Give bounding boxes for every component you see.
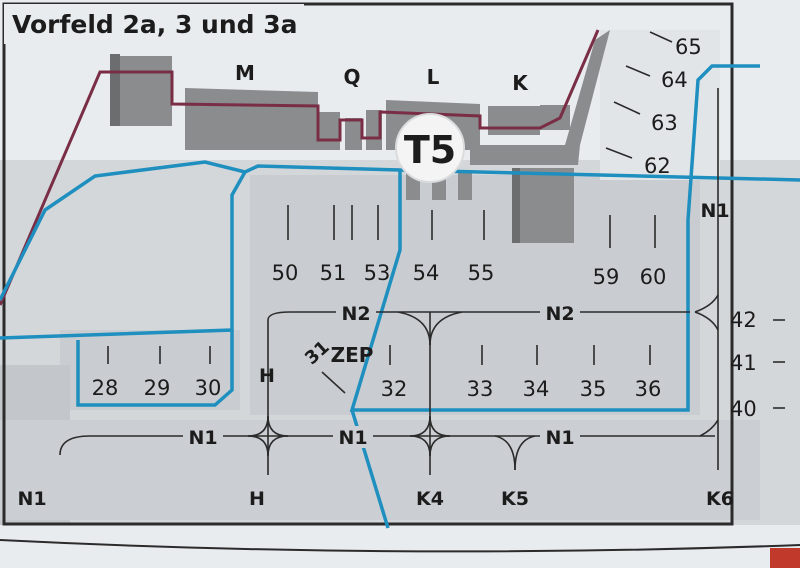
stand-label: 29 xyxy=(144,376,171,400)
stand-label: 40 xyxy=(730,397,757,421)
building-m-west xyxy=(118,56,172,126)
stand-label: 41 xyxy=(730,351,757,375)
map-title: Vorfeld 2a, 3 und 3a xyxy=(12,10,298,39)
stand-label: 42 xyxy=(730,308,757,332)
taxiway-label-n2: N2 xyxy=(341,303,370,325)
stand-label: 36 xyxy=(635,377,662,401)
apron-boundary xyxy=(0,64,800,529)
stand-label: 59 xyxy=(593,265,620,289)
taxiway-label-k4: K4 xyxy=(416,488,444,510)
stand-label: 35 xyxy=(580,377,607,401)
terminal-label: T5 xyxy=(404,128,456,172)
stand-label: 51 xyxy=(320,261,347,285)
stand-label: 28 xyxy=(92,376,119,400)
taxiway-label-n1: N1 xyxy=(188,427,217,449)
pier-label: K xyxy=(512,71,529,95)
stand-markers xyxy=(107,31,785,409)
taxiway-label-h: H xyxy=(259,365,275,387)
stand-labels-top-right: 65 64 63 62 xyxy=(644,35,702,178)
stand-label: 64 xyxy=(661,68,688,92)
stand-label: 63 xyxy=(651,111,678,135)
stand-label: 53 xyxy=(364,261,391,285)
taxiway-label-n1: N1 xyxy=(17,488,46,510)
building-pier-q xyxy=(345,118,362,150)
taxiway-lines xyxy=(59,88,719,475)
taxiway-label-n2: N2 xyxy=(545,303,574,325)
stand-label: 62 xyxy=(644,154,671,178)
building-pier-m xyxy=(185,88,318,150)
taxiway-label-k6: K6 xyxy=(706,488,734,510)
stand-label: 30 xyxy=(195,376,222,400)
building-k-block xyxy=(512,168,574,243)
pier-labels: M Q L K xyxy=(235,61,529,95)
service-road xyxy=(0,29,600,306)
taxiway-label-n1: N1 xyxy=(700,200,729,222)
pier-label: M xyxy=(235,61,255,85)
stand-labels-north: 50 51 53 54 55 59 60 xyxy=(272,261,667,289)
stand-label: 65 xyxy=(675,35,702,59)
taxiway-labels: N2 N2 N1 N1 N1 N1 N1 H H K4 K5 K6 xyxy=(17,200,734,510)
stand-label: 50 xyxy=(272,261,299,285)
apron-west xyxy=(60,330,240,410)
stand-labels-south: 32 33 34 35 36 xyxy=(381,377,662,401)
taxiway-label-k5: K5 xyxy=(501,488,529,510)
pier-label: Q xyxy=(343,65,360,89)
taxiway-label-n1: N1 xyxy=(338,427,367,449)
building-pier-k xyxy=(488,106,540,135)
stand-labels-west: 28 29 30 xyxy=(92,376,222,400)
building-east-wing xyxy=(565,30,610,145)
page-corner-mark xyxy=(770,548,800,568)
page-edge xyxy=(0,539,800,553)
map-frame xyxy=(2,2,734,526)
terminal-badge xyxy=(395,113,465,183)
taxiway-label-n1: N1 xyxy=(545,427,574,449)
pier-label: L xyxy=(427,65,440,89)
stand-label: 32 xyxy=(381,377,408,401)
taxiway-label-h: H xyxy=(249,488,265,510)
stand-label: 55 xyxy=(468,261,495,285)
stand-label: 54 xyxy=(413,261,440,285)
zep-label: ZEP xyxy=(331,343,374,367)
stand-label: 60 xyxy=(640,265,667,289)
stand-labels-east: 42 41 40 xyxy=(730,308,757,421)
stand-label: 33 xyxy=(467,377,494,401)
stand-label: 34 xyxy=(523,377,550,401)
